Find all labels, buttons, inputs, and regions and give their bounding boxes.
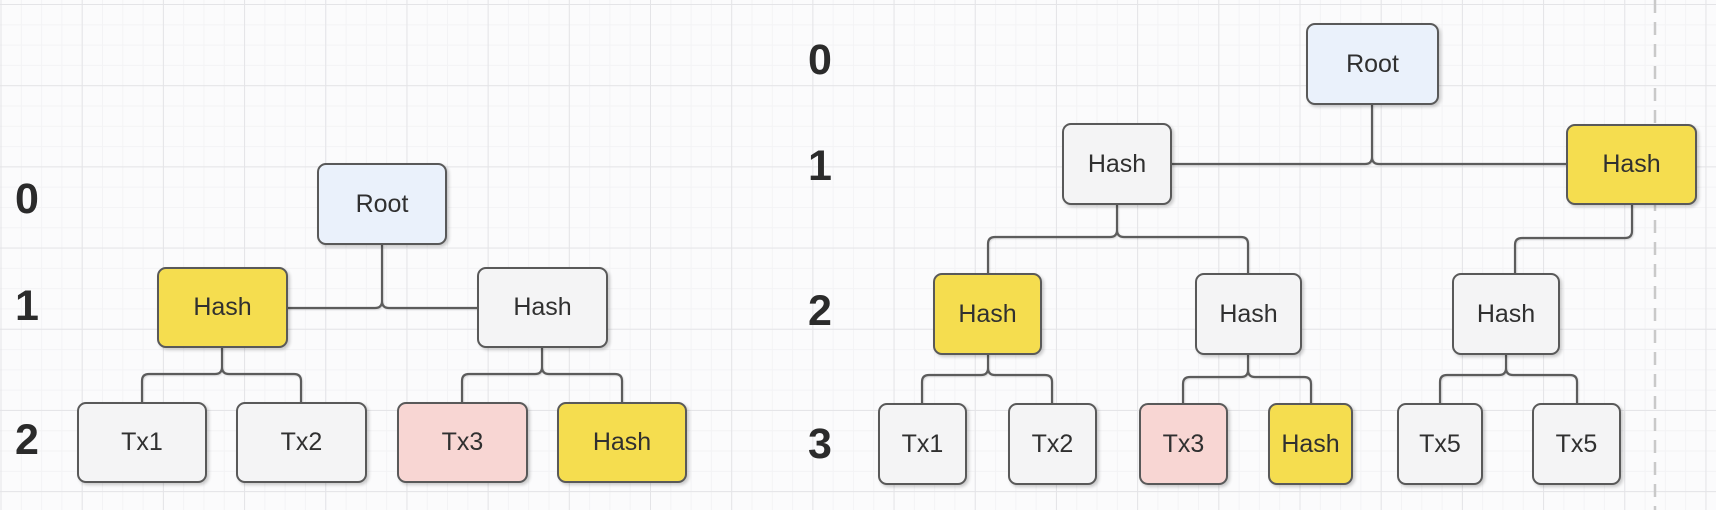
right-level-label-0: 0 <box>808 36 832 84</box>
right-hash-l1-left-node[interactable]: Hash <box>1062 123 1172 205</box>
edge-right-hash2-mid-children <box>1181 353 1313 405</box>
left-tx3-node[interactable]: Tx3 <box>397 402 528 483</box>
left-level-label-0: 0 <box>15 175 39 223</box>
right-hash-l1-right-node[interactable]: Hash <box>1566 124 1697 205</box>
left-tx2-node[interactable]: Tx2 <box>236 402 367 483</box>
edge-right-hash2-right-children <box>1438 353 1579 405</box>
left-level-label-1: 1 <box>15 282 39 330</box>
left-level-label-2: 2 <box>15 416 39 464</box>
right-level-label-1: 1 <box>808 142 832 190</box>
right-root-node[interactable]: Root <box>1306 23 1439 105</box>
right-tx2-node[interactable]: Tx2 <box>1008 403 1097 485</box>
right-hash-l2-right-node[interactable]: Hash <box>1452 273 1560 355</box>
right-level-label-2: 2 <box>808 287 832 335</box>
edge-right-root-to-level1 <box>1170 103 1568 166</box>
edge-right-hash2-left-children <box>920 353 1054 405</box>
right-hash-l2-left-node[interactable]: Hash <box>933 273 1042 355</box>
left-tx1-node[interactable]: Tx1 <box>77 402 207 483</box>
edge-left-hash1-right-children <box>460 346 624 404</box>
left-hash-l2-right-node[interactable]: Hash <box>557 402 687 483</box>
right-tx1-node[interactable]: Tx1 <box>878 403 967 485</box>
right-tx5-b-node[interactable]: Tx5 <box>1532 403 1621 485</box>
right-hash-l3-node[interactable]: Hash <box>1268 403 1353 485</box>
left-hash-l1-right-node[interactable]: Hash <box>477 267 608 348</box>
right-tx5-a-node[interactable]: Tx5 <box>1397 403 1483 485</box>
edge-left-root-to-level1 <box>286 243 479 310</box>
left-hash-l1-left-node[interactable]: Hash <box>157 267 288 348</box>
right-tx3-node[interactable]: Tx3 <box>1139 403 1228 485</box>
edge-left-hash1-left-children <box>140 346 303 404</box>
left-root-node[interactable]: Root <box>317 163 447 245</box>
edge-right-hash1-left-children <box>986 203 1250 275</box>
edge-right-hash1-right-child <box>1513 203 1634 275</box>
right-hash-l2-mid-node[interactable]: Hash <box>1195 273 1302 355</box>
right-level-label-3: 3 <box>808 420 832 468</box>
